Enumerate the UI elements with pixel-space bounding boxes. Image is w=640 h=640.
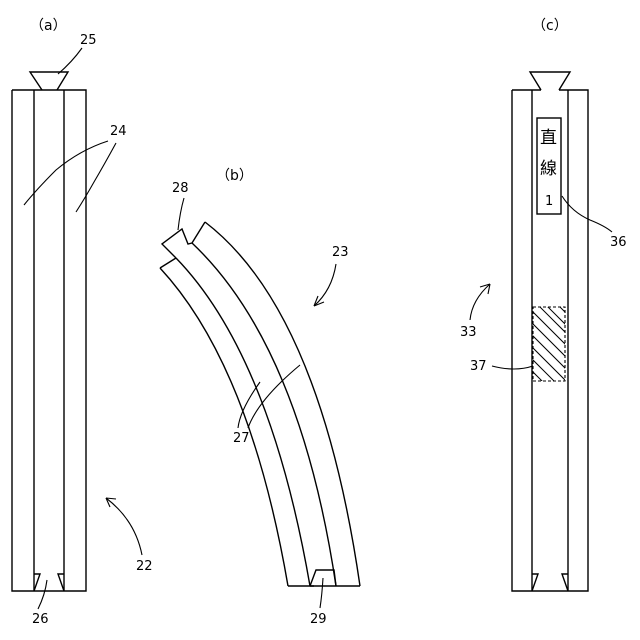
ref-23: 23 — [332, 245, 349, 260]
ref-37: 37 — [470, 359, 487, 374]
ref-25: 25 — [80, 33, 97, 48]
label-36-char3: 1 — [545, 194, 553, 209]
caption-b: （b） — [216, 168, 253, 184]
straight-rail-22 — [12, 72, 86, 591]
connector-tab-top — [530, 72, 570, 90]
connector-slot-26 — [34, 574, 64, 591]
label-36-char2: 線 — [540, 159, 557, 179]
figure-b: （b） 28 23 27 29 — [160, 168, 360, 627]
figure-c: （c） 直 線 1 36 — [460, 18, 627, 591]
label-36-char1: 直 — [540, 128, 557, 148]
ref-27: 27 — [233, 431, 250, 446]
curved-rail-23 — [160, 222, 360, 586]
figure-a: （a） 25 24 22 26 — [12, 18, 153, 627]
connector-tab-25 — [30, 72, 68, 90]
ref-36: 36 — [610, 235, 627, 250]
ref-29: 29 — [310, 612, 327, 627]
connector-slot-bottom — [532, 574, 568, 591]
ref-24: 24 — [110, 124, 127, 139]
label-36: 直 線 1 — [537, 118, 561, 214]
ref-33: 33 — [460, 325, 477, 340]
ref-28: 28 — [172, 181, 189, 196]
ref-22: 22 — [136, 559, 153, 574]
connector-tab-28 — [162, 229, 192, 258]
ref-26: 26 — [32, 612, 49, 627]
caption-c: （c） — [532, 18, 568, 34]
caption-a: （a） — [30, 18, 67, 34]
straight-rail-33 — [512, 72, 588, 591]
